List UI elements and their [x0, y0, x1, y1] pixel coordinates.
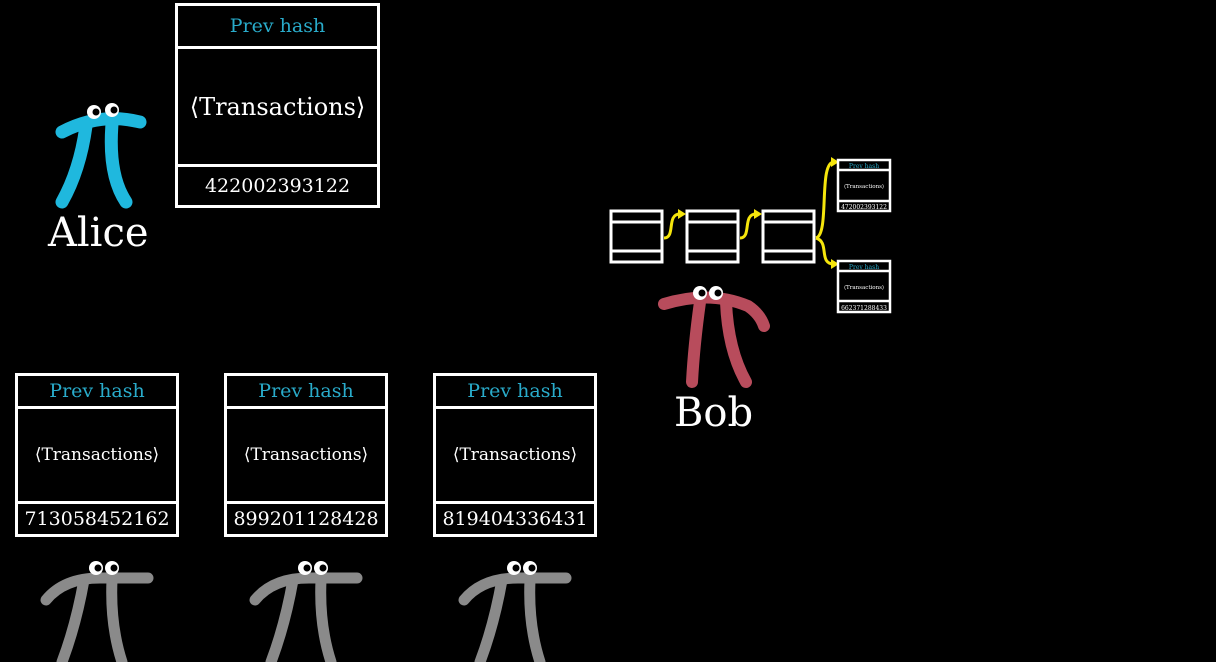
miner-block-3: Prev hash ⟨Transactions⟩ 819404336431: [433, 373, 597, 537]
chain-block-2: [685, 209, 740, 264]
nonce-value: 713058452162: [18, 501, 176, 534]
prev-hash-label: Prev hash: [18, 376, 176, 409]
chain-block-1: [609, 209, 664, 264]
fork-bottom-nonce: 662371288433: [841, 305, 887, 312]
transactions-label: ⟨Transactions⟩: [189, 92, 366, 121]
chain-block-3: [761, 209, 816, 264]
alice-block: Prev hash ⟨Transactions⟩ 422002393122: [175, 3, 380, 208]
fork-block-bottom: [836, 259, 892, 314]
prev-hash-label: Prev hash: [178, 6, 377, 49]
fork-bottom-body: ⟨Transactions⟩: [844, 284, 884, 291]
nonce-value: 899201128428: [227, 501, 385, 534]
nonce-value: 422002393122: [178, 164, 377, 205]
miner-block-2: Prev hash ⟨Transactions⟩ 899201128428: [224, 373, 388, 537]
fork-top-body: ⟨Transactions⟩: [844, 183, 884, 190]
chain-arrows: [663, 160, 835, 266]
fork-top-header: Prev hash: [849, 163, 879, 170]
fork-bottom-header: Prev hash: [849, 264, 879, 271]
prev-hash-label: Prev hash: [436, 376, 594, 409]
miner-pi-icon-1: [40, 561, 154, 662]
transactions-label: ⟨Transactions⟩: [243, 445, 369, 465]
bob-name-label: Bob: [674, 390, 754, 436]
transactions-label: ⟨Transactions⟩: [34, 445, 160, 465]
transactions-label: ⟨Transactions⟩: [452, 445, 578, 465]
miner-pi-icon-2: [249, 561, 363, 662]
alice-name-label: Alice: [48, 210, 149, 256]
nonce-value: 819404336431: [436, 501, 594, 534]
fork-top-nonce: 472002393122: [841, 204, 887, 211]
miner-pi-icon-3: [458, 561, 572, 662]
fork-block-top: [836, 158, 892, 213]
miner-block-1: Prev hash ⟨Transactions⟩ 713058452162: [15, 373, 179, 537]
prev-hash-label: Prev hash: [227, 376, 385, 409]
